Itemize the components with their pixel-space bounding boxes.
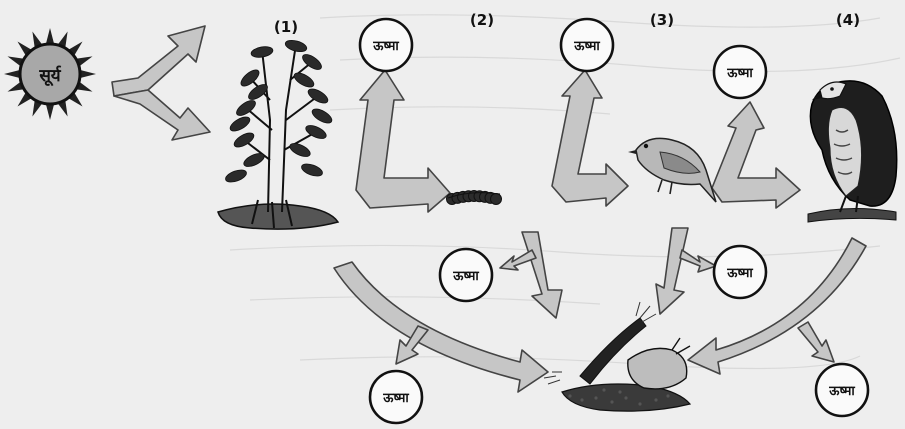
sun: सूर्य <box>4 28 96 120</box>
decomposition-arrows <box>500 228 716 318</box>
leaf <box>292 70 316 90</box>
heat-circle-2: ऊष्मा <box>561 19 613 71</box>
soil-particle <box>580 398 583 401</box>
soil-particle <box>594 396 597 399</box>
soil-particle <box>618 390 621 393</box>
sun-energy-arrows <box>112 26 210 140</box>
heat-circle-3: ऊष्मा <box>714 46 766 98</box>
soil-particle <box>602 388 605 391</box>
sun-arrow-upper <box>112 26 205 96</box>
heat-label: ऊष्मा <box>726 266 753 281</box>
heat-circle-5: ऊष्मा <box>714 246 766 298</box>
leaf <box>304 123 328 141</box>
decomposer-illustration <box>544 302 690 411</box>
arrow-eagle-to-decomposer <box>688 238 866 374</box>
arrow-bird-heat-branch <box>680 250 716 272</box>
plant-illustration <box>218 38 338 229</box>
heat-circle-7: ऊष्मा <box>816 364 868 416</box>
sun-label: सूर्य <box>38 65 61 87</box>
arrow-caterpillar-to-bird <box>552 70 628 206</box>
leaf <box>242 151 266 169</box>
sun-ray <box>80 70 96 78</box>
heat-label: ऊष्मा <box>372 39 399 54</box>
heat-circle-1: ऊष्मा <box>360 19 412 71</box>
soil-particle <box>666 394 669 397</box>
sun-ray <box>46 104 54 120</box>
heat-label: ऊष्मा <box>726 66 753 81</box>
arrow-plant-to-caterpillar <box>356 70 450 212</box>
soil-particle <box>638 402 641 405</box>
leaf <box>284 38 308 53</box>
soil-particle <box>654 398 657 401</box>
level-2-number: (2) <box>470 11 494 29</box>
eagle-illustration <box>808 81 897 222</box>
arrow-eagle-heat-branch <box>798 322 834 362</box>
caterpillar-segment <box>491 194 502 205</box>
heat-label: ऊष्मा <box>382 391 409 406</box>
level-1-number: (1) <box>274 18 298 36</box>
heat-circle-6: ऊष्मा <box>370 371 422 423</box>
leaf <box>310 106 334 126</box>
leaf <box>228 114 252 134</box>
heat-label: ऊष्मा <box>573 39 600 54</box>
heat-label: ऊष्मा <box>828 384 855 399</box>
heat-circle-4: ऊष्मा <box>440 249 492 301</box>
arrow-caterpillar-heat-branch <box>500 250 536 270</box>
soil-particle <box>568 394 571 397</box>
sun-arrow-lower <box>114 90 210 140</box>
level-3-number: (3) <box>650 11 674 29</box>
level-4-number: (4) <box>836 11 860 29</box>
leaf <box>288 141 312 159</box>
caterpillar-illustration <box>447 191 502 205</box>
arrow-bird-to-eagle <box>712 102 800 208</box>
soil-particle <box>610 400 613 403</box>
leaf <box>250 45 273 59</box>
leaf <box>300 162 324 179</box>
sun-ray <box>46 28 54 44</box>
sun-ray <box>4 70 20 78</box>
bird-illustration <box>628 138 716 202</box>
leaf <box>224 168 248 185</box>
soil-particle <box>624 396 627 399</box>
arrow-bird-down <box>656 228 688 314</box>
heat-label: ऊष्मा <box>452 269 479 284</box>
arrow-caterpillar-down <box>522 232 562 318</box>
